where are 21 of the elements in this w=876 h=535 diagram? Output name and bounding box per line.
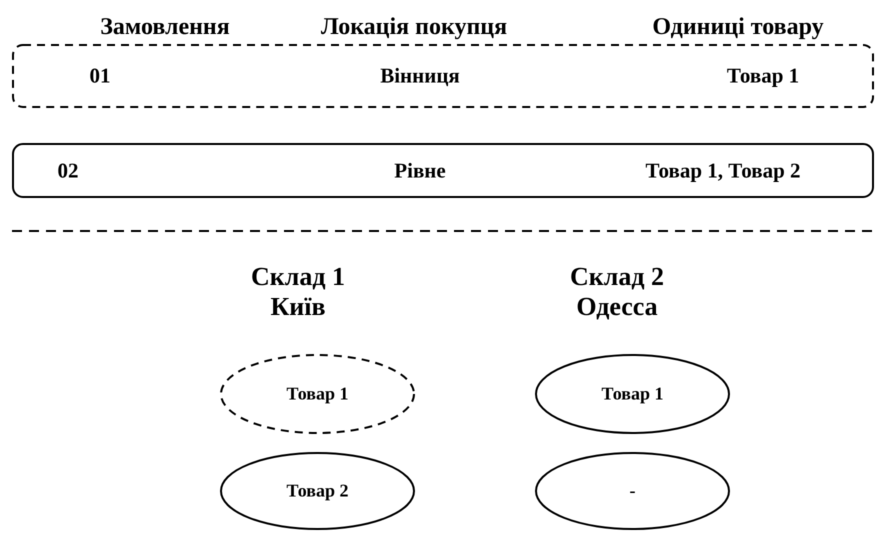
column-header: Замовлення: [100, 14, 230, 41]
order-number: 02: [58, 158, 78, 183]
order-row-box: [12, 44, 874, 108]
order-row-box: [12, 143, 874, 198]
product-units: Товар 1, Товар 2: [645, 158, 801, 183]
buyer-location: Рівне: [394, 158, 446, 183]
warehouse-heading: Склад 1 Київ: [250, 262, 346, 322]
product-units: Товар 1: [726, 64, 800, 88]
buyer-location: Вінниця: [380, 64, 460, 88]
product-name: Товар 1: [602, 384, 664, 404]
product-name: Товар 1: [286, 384, 348, 404]
stock-ellipse: [220, 354, 415, 434]
order-number: 01: [90, 64, 110, 88]
stock-ellipse: [535, 452, 730, 530]
product-name: -: [630, 480, 636, 502]
column-header: Одиниці товару: [652, 14, 824, 41]
stock-ellipse: [220, 452, 415, 530]
column-header: Локація покупця: [320, 14, 508, 41]
warehouse-heading: Склад 2 Одесса: [569, 262, 665, 322]
product-name: Товар 2: [286, 480, 348, 502]
stock-ellipse: [535, 354, 730, 434]
